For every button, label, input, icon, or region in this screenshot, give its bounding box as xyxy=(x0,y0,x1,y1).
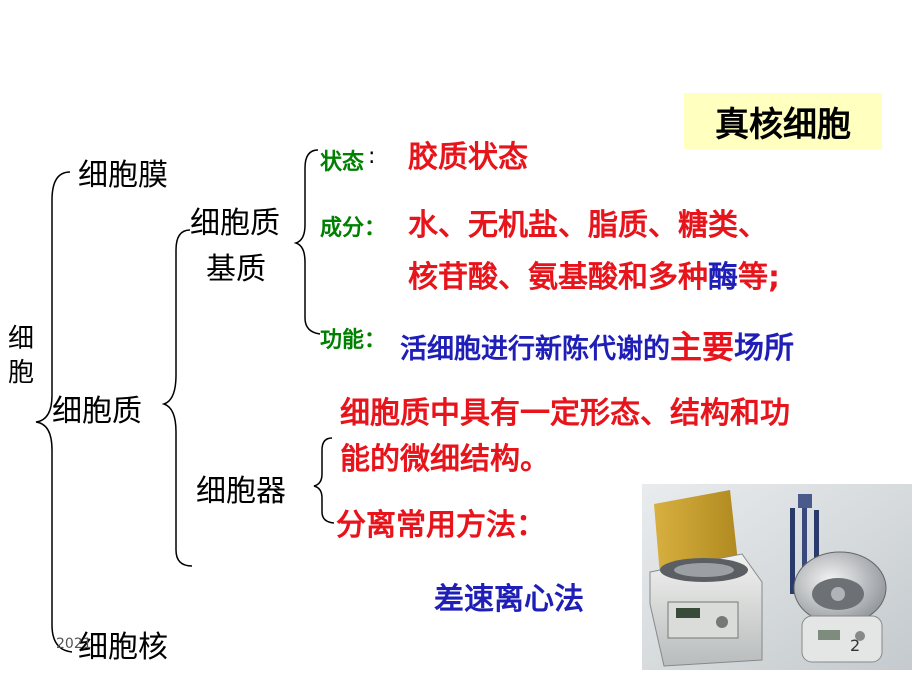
cytoplasm-brace xyxy=(161,229,193,567)
matrix-label-line1: 细胞质 xyxy=(190,206,280,241)
component-line1: 水、无机盐、脂质、糖类、 xyxy=(408,208,768,243)
nucleus-label: 细胞核 xyxy=(78,630,168,665)
separation-method-value: 差速离心法 xyxy=(434,582,584,617)
cytoplasm-label: 细胞质 xyxy=(52,394,142,429)
function-key: 功能： xyxy=(320,328,387,353)
page-title: 真核细胞 xyxy=(684,93,882,149)
state-colon: : xyxy=(368,144,376,169)
organelle-brace xyxy=(313,437,335,524)
footer-date: 2021 xyxy=(56,636,92,652)
component-line2: 核苷酸、氨基酸和多种酶等; xyxy=(408,252,780,296)
matrix-brace xyxy=(293,149,321,335)
organelle-label: 细胞器 xyxy=(196,474,286,509)
membrane-label: 细胞膜 xyxy=(78,158,168,193)
page-number: 2 xyxy=(850,636,861,655)
component-line2-b: 等; xyxy=(738,260,780,295)
function-value: 活细胞进行新陈代谢的主要场所 xyxy=(400,322,794,368)
centrifuge-photo xyxy=(642,484,912,670)
organelle-definition-line1: 细胞质中具有一定形态、结构和功 xyxy=(340,396,790,431)
function-part1: 活细胞进行新陈代谢的 xyxy=(400,334,670,365)
component-key: 成分： xyxy=(320,216,387,241)
state-value: 胶质状态 xyxy=(408,140,528,175)
function-main: 主要 xyxy=(670,328,735,366)
organelle-definition-line2: 能的微细结构。 xyxy=(340,442,550,477)
component-line2-a: 核苷酸、氨基酸和多种 xyxy=(408,260,708,295)
matrix-label-line2: 基质 xyxy=(206,252,266,287)
enzyme-word: 酶 xyxy=(708,260,738,295)
root-label: 细 胞 xyxy=(8,324,35,388)
state-key: 状态 xyxy=(320,150,365,175)
function-part2: 场所 xyxy=(734,331,795,366)
separation-method-key: 分离常用方法： xyxy=(336,508,546,543)
root-brace xyxy=(35,171,73,653)
